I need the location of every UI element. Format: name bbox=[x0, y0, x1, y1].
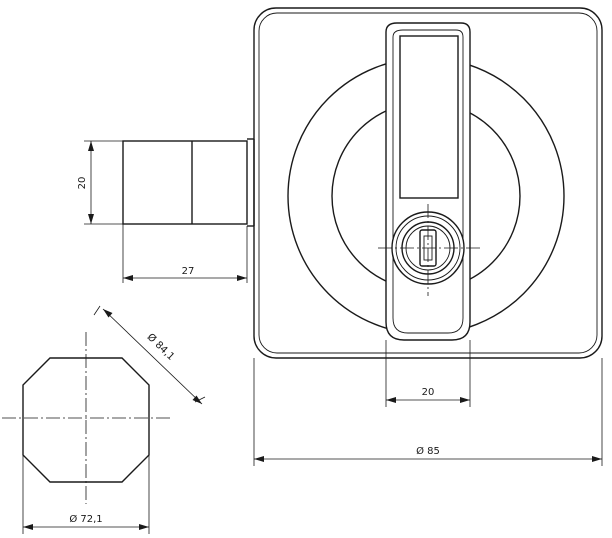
octagon-view: Ø 84,1 Ø 72,1 bbox=[2, 305, 206, 534]
shaft-body bbox=[122, 140, 248, 225]
arrowhead bbox=[592, 456, 602, 462]
dim-label-diagonal: Ø 84,1 bbox=[145, 331, 177, 363]
lever-window bbox=[399, 35, 459, 199]
dim-line-diagonal bbox=[102, 308, 203, 405]
arrowhead bbox=[123, 275, 133, 281]
arrowhead bbox=[386, 397, 396, 403]
arrowhead bbox=[103, 309, 113, 318]
arrowhead bbox=[254, 456, 264, 462]
arrowhead bbox=[237, 275, 247, 281]
arrowhead bbox=[139, 524, 149, 530]
lever-handle-inner bbox=[392, 29, 464, 334]
dim-label-height: 20 bbox=[77, 177, 88, 190]
arrowhead bbox=[23, 524, 33, 530]
arrowhead bbox=[88, 141, 94, 151]
arrowhead bbox=[192, 395, 202, 404]
front-view: 20 Ø 85 bbox=[253, 7, 603, 466]
dim-label-handle: 20 bbox=[422, 387, 435, 398]
mounting-plate-outer bbox=[253, 7, 603, 359]
dim-label-length: 27 bbox=[182, 266, 195, 277]
side-view: 20 27 bbox=[77, 138, 255, 283]
octagon-outline bbox=[22, 357, 150, 483]
ext-line bbox=[93, 305, 101, 316]
arrowhead bbox=[460, 397, 470, 403]
mounting-plate-inner bbox=[258, 12, 598, 354]
dim-label-octagon-width: Ø 72,1 bbox=[69, 513, 102, 525]
dim-label-diameter: Ø 85 bbox=[416, 445, 440, 457]
arrowhead bbox=[88, 214, 94, 224]
